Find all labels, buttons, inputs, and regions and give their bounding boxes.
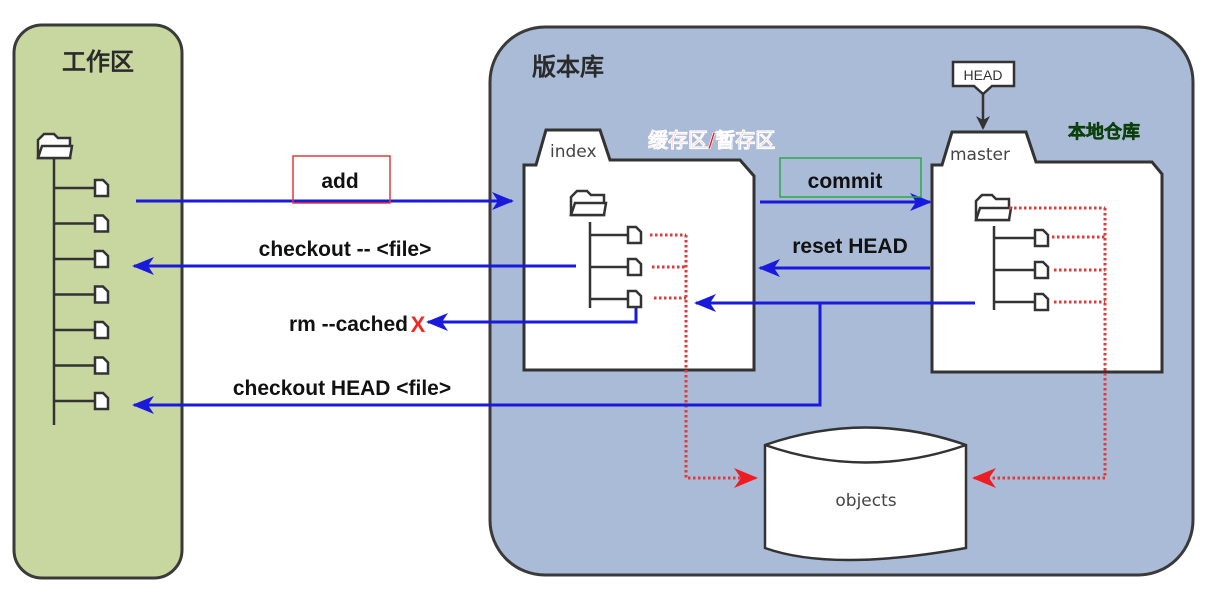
reset-head-arrow: reset HEAD (758, 235, 930, 277)
file-icon (93, 178, 110, 198)
workspace-file-list (54, 178, 110, 411)
reset-head-command-label: reset HEAD (792, 235, 908, 258)
index-folder: index (522, 128, 756, 372)
file-icon (93, 356, 110, 375)
rm-cached-x-mark: X (411, 312, 426, 337)
file-icon (93, 214, 110, 233)
file-icon (93, 391, 110, 411)
index-to-objects-links (650, 233, 758, 488)
index-annotation: 缓存区/暂存区 (648, 128, 775, 152)
commit-arrow: commit (760, 157, 932, 211)
master-objects-arrow (972, 208, 1107, 488)
master-tab-label: master (950, 145, 1010, 165)
master-folder-shape (930, 130, 1164, 374)
index-folder-shape (522, 128, 756, 372)
file-icon (1033, 292, 1050, 312)
objects-label: objects (835, 491, 896, 511)
commit-command-label: commit (808, 170, 883, 193)
master-folder: master (930, 130, 1164, 374)
objects-cylinder-rim (764, 443, 967, 464)
checkout-head-file-arrow: checkout HEAD <file> (132, 294, 975, 414)
file-icon (93, 285, 110, 304)
master-annotation: 本地仓库 (1068, 121, 1140, 143)
add-command-label: add (321, 170, 358, 193)
master-to-objects-links (972, 206, 1107, 488)
repository-title: 版本库 (532, 53, 604, 81)
index-objects-arrow (684, 235, 758, 488)
add-highlight-box (292, 155, 391, 204)
file-icon (1033, 228, 1050, 248)
objects-store: objects (763, 426, 968, 562)
head-tag (951, 60, 1016, 96)
master-file-list (994, 228, 1050, 312)
folder-icon (569, 189, 608, 217)
rm-cached-command-label: rm --cached (289, 313, 408, 336)
file-icon (626, 225, 643, 245)
objects-cylinder-body (763, 426, 968, 562)
file-icon (93, 320, 110, 340)
checkout-head-file-command-label: checkout HEAD <file> (233, 377, 451, 400)
checkout-file-arrow: checkout -- <file> (132, 238, 576, 275)
index-file-list (590, 225, 643, 309)
add-arrow: add (136, 155, 514, 210)
file-icon (1033, 260, 1050, 280)
commit-highlight-box (779, 157, 922, 198)
file-icon (626, 289, 643, 309)
index-tab-label: index (550, 142, 597, 162)
folder-icon (974, 193, 1013, 222)
file-icon (93, 249, 110, 269)
checkout-file-command-label: checkout -- <file> (259, 238, 432, 261)
head-label: HEAD (964, 67, 1003, 83)
file-icon (626, 257, 643, 277)
workspace-title: 工作区 (62, 48, 134, 76)
head-pointer: HEAD (951, 60, 1016, 130)
workspace-panel: 工作区 (12, 23, 184, 580)
folder-icon (36, 132, 74, 160)
rm-cached-arrow: rm --cached X (289, 308, 638, 337)
